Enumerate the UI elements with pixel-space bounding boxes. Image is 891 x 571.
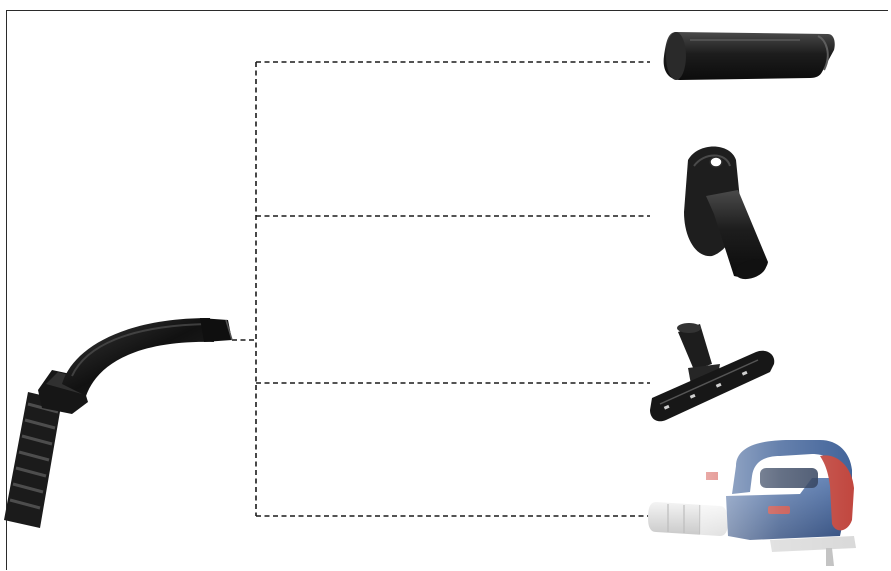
floor-nozzle-icon — [650, 323, 774, 421]
crevice-nozzle-icon — [664, 32, 835, 80]
connector-lines — [232, 62, 650, 516]
upholstery-nozzle-icon — [684, 147, 769, 283]
vacuum-hose-icon — [4, 318, 232, 528]
power-tool-adapter-icon — [648, 436, 860, 568]
